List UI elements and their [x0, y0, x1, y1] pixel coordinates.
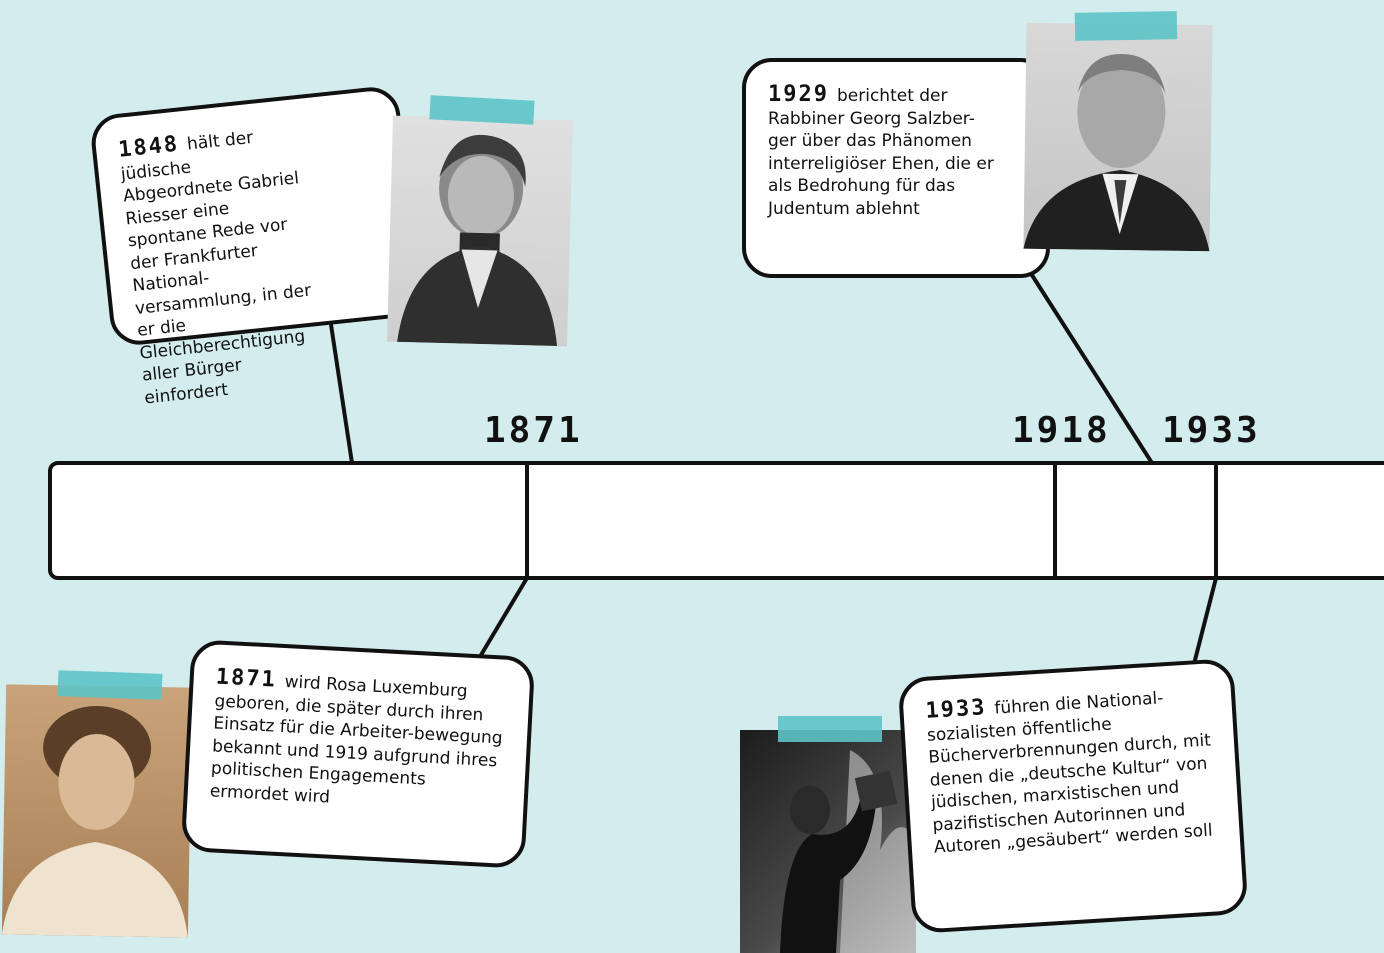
connector-1848: [328, 317, 354, 464]
book-burning-photo-image: [740, 730, 916, 953]
tick-label-1918: 1918: [1012, 410, 1111, 451]
portrait-georg-salzberger-photo: [1023, 22, 1213, 252]
tick-label-1871: 1871: [484, 410, 583, 451]
portrait-gabriel-riesser-photo: [387, 115, 573, 347]
tape-strip-1929: [1074, 11, 1178, 41]
tape-strip-1871: [57, 670, 163, 700]
event-year: 1871: [215, 664, 278, 693]
connector-1871: [476, 576, 529, 662]
timeline-bar: [48, 461, 1384, 580]
event-year: 1929: [768, 82, 829, 107]
portrait-rosa-luxemburg-photo: [1, 684, 193, 938]
connector-1929: [1028, 270, 1154, 465]
event-text: berichtet der Rabbiner Georg Salzber-ger…: [768, 86, 994, 219]
event-year: 1933: [924, 695, 988, 724]
tick-label-1933: 1933: [1162, 410, 1261, 451]
connector-1933: [1192, 577, 1218, 665]
tape-strip-1933: [778, 716, 882, 742]
event-text: wird Rosa Luxemburg geboren, die später …: [209, 672, 504, 808]
